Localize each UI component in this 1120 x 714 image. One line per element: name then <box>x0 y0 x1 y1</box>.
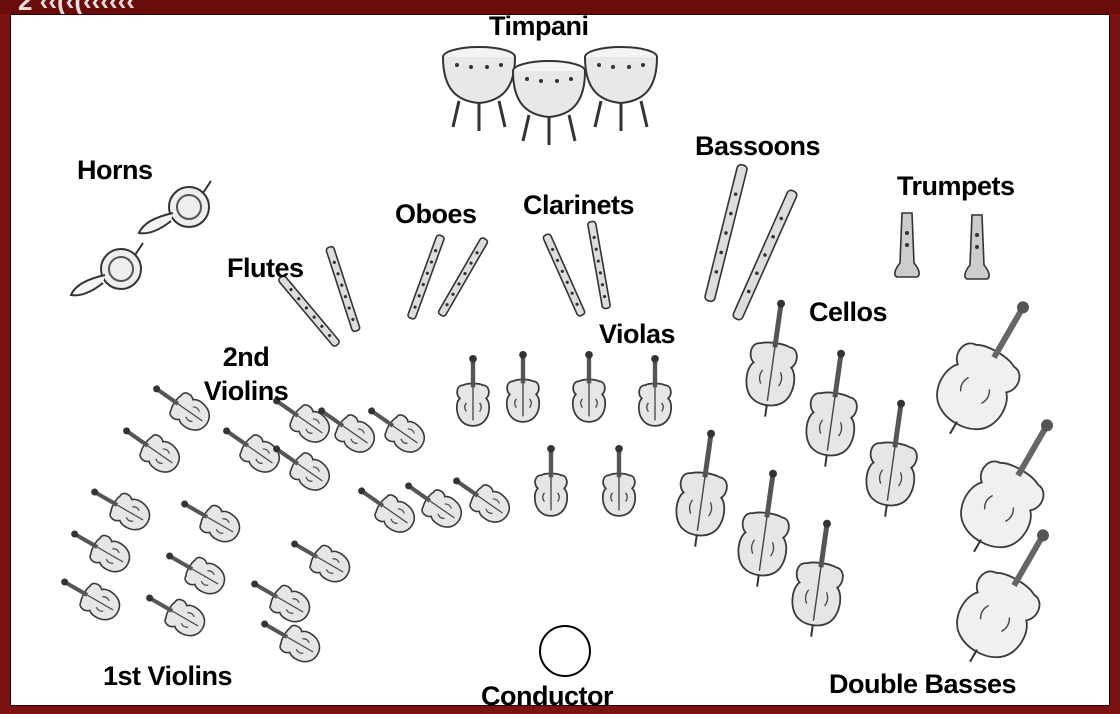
cello-instruments <box>672 296 926 639</box>
double-bass-instruments <box>920 285 1080 680</box>
orchestra-seating-diagram: Timpani Horns Bassoons Trumpets Oboes Cl… <box>10 14 1110 706</box>
label-oboes: Oboes <box>395 201 477 228</box>
label-second-violins-line2: Violins <box>191 375 301 409</box>
label-clarinets: Clarinets <box>523 192 634 219</box>
label-second-violins-line1: 2nd <box>191 341 301 375</box>
label-violas: Violas <box>599 321 675 348</box>
bassoon-instruments <box>704 164 798 321</box>
timpani-drums <box>443 47 657 145</box>
label-timpani: Timpani <box>489 13 589 40</box>
label-second-violins: 2nd Violins <box>191 341 301 409</box>
trumpet-instruments <box>895 213 989 279</box>
horn-instruments <box>71 181 211 295</box>
label-cellos: Cellos <box>809 299 887 326</box>
label-trumpets: Trumpets <box>897 173 1015 200</box>
instrument-drawings <box>11 15 1109 705</box>
label-horns: Horns <box>77 157 153 184</box>
second-violin-instruments <box>115 375 515 538</box>
label-double-basses: Double Basses <box>829 671 1016 698</box>
clarinet-instruments <box>542 221 610 317</box>
label-conductor: Conductor <box>481 683 613 710</box>
label-first-violins: 1st Violins <box>103 663 232 690</box>
header-text-fragment: 2 ‹‹(‹(‹‹‹‹‹‹ <box>18 0 135 14</box>
conductor-circle <box>540 626 590 676</box>
label-bassoons: Bassoons <box>695 133 820 160</box>
label-flutes: Flutes <box>227 255 304 282</box>
first-violin-instruments <box>54 478 355 668</box>
oboe-instruments <box>407 234 488 319</box>
